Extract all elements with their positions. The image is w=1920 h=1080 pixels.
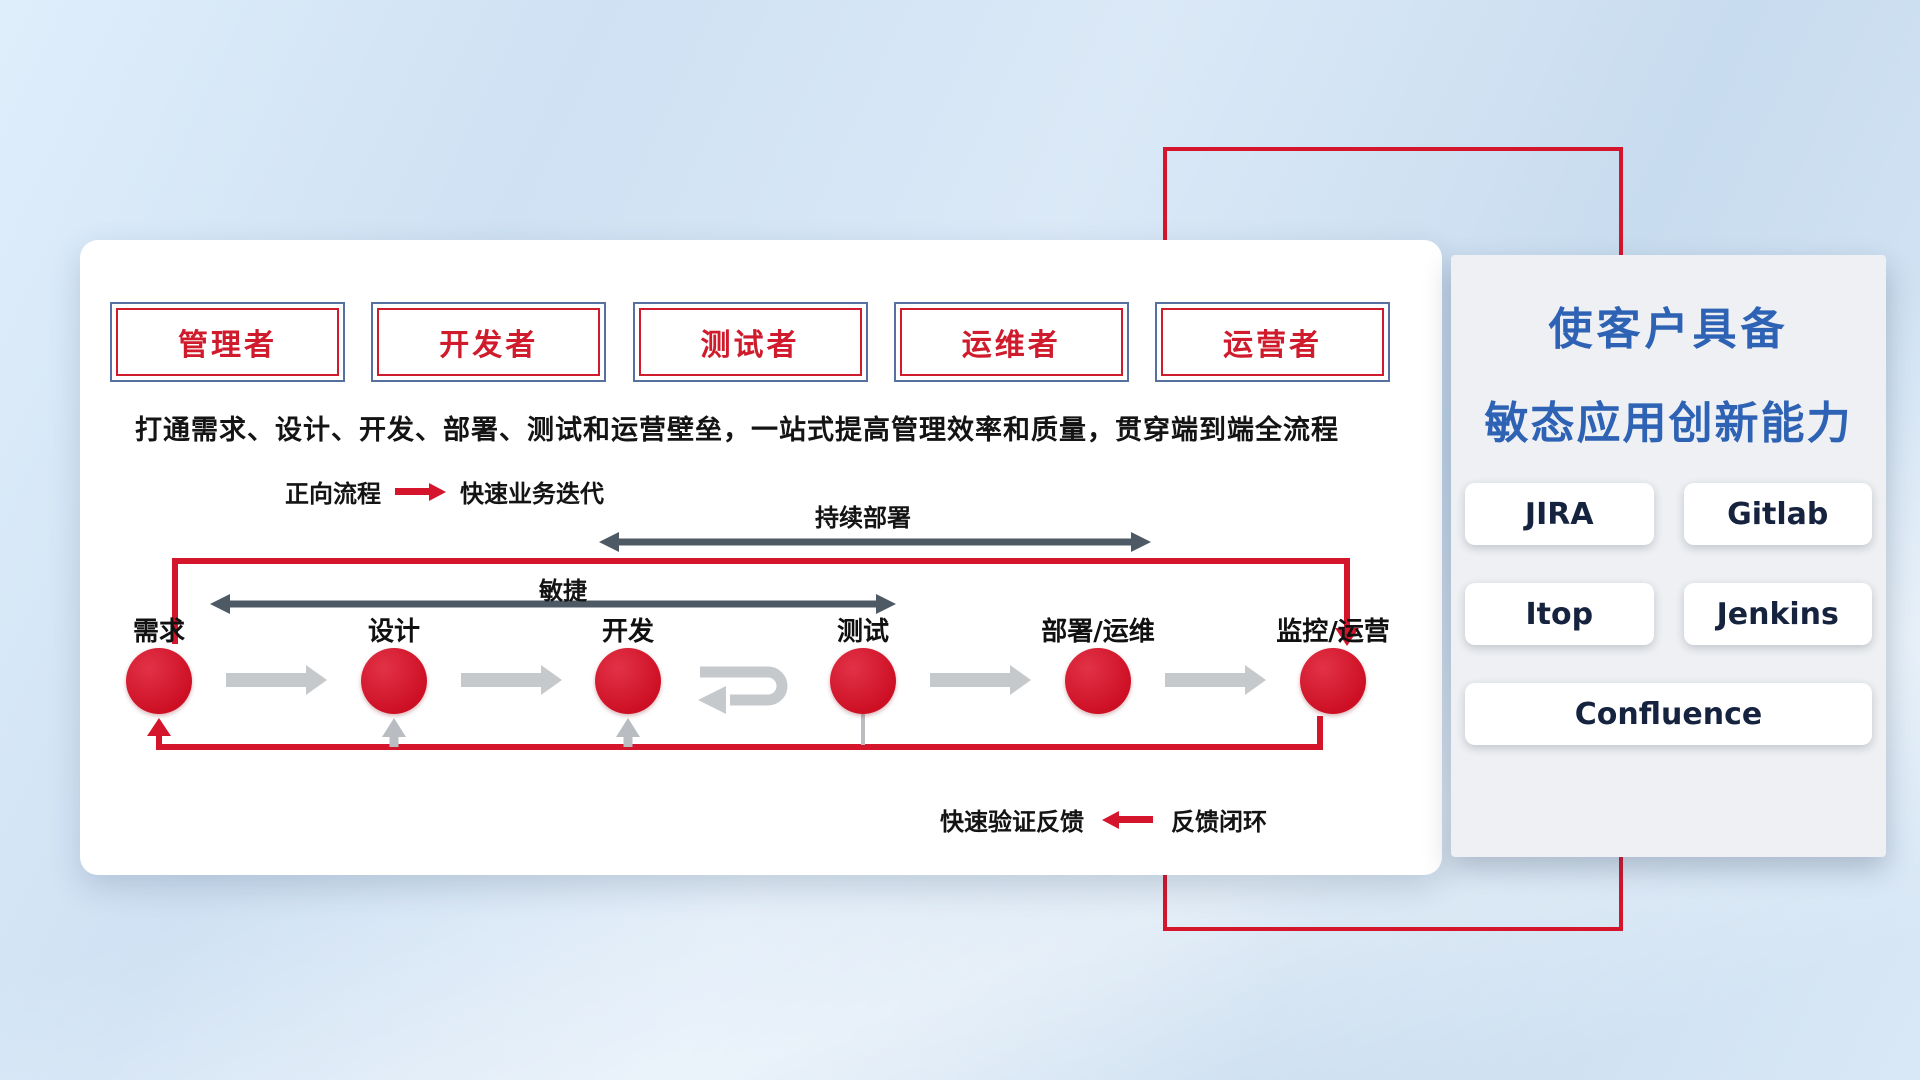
node-circle bbox=[830, 648, 896, 714]
tool-chip-jira: JIRA bbox=[1465, 483, 1654, 545]
node-circle bbox=[1065, 648, 1131, 714]
node-label: 测试 bbox=[836, 617, 889, 647]
panel-title-line2: 敏态应用创新能力 bbox=[1484, 398, 1853, 449]
tool-chip-confluence: Confluence bbox=[1465, 683, 1872, 745]
devops-flow-card: 管理者 开发者 测试者 运维者 运营者 打通需求、设计、开发、部署、测试和运营壁… bbox=[80, 240, 1442, 875]
feedback-loop-line bbox=[147, 716, 1323, 750]
node-label: 监控/运营 bbox=[1276, 617, 1390, 647]
role-label: 开发者 bbox=[377, 308, 601, 376]
tools-grid: JIRA Gitlab Itop Jenkins Confluence bbox=[1465, 483, 1872, 745]
flow-connectors-graphic bbox=[147, 532, 1359, 750]
headline-text: 打通需求、设计、开发、部署、测试和运营壁垒，一站式提高管理效率和质量，贯穿端到端… bbox=[135, 415, 1339, 446]
role-box-business-ops: 运营者 bbox=[1155, 302, 1390, 382]
flow-node-test: 测试 bbox=[778, 618, 948, 714]
role-label: 管理者 bbox=[116, 308, 339, 376]
flow-node-monitor-ops: 监控/运营 bbox=[1248, 618, 1418, 714]
iteration-uturn-icon bbox=[698, 666, 788, 714]
agile-arrow bbox=[210, 594, 896, 614]
forward-arrow-icon bbox=[395, 482, 446, 501]
node-label: 部署/运维 bbox=[1041, 617, 1155, 647]
node-label: 设计 bbox=[367, 617, 420, 647]
step-arrows bbox=[226, 665, 1266, 695]
tool-chip-itop: Itop bbox=[1465, 583, 1654, 645]
flow-node-deploy-ops: 部署/运维 bbox=[1013, 618, 1183, 714]
feedback-branch-arrows bbox=[382, 714, 865, 747]
node-label: 需求 bbox=[132, 617, 185, 647]
continuous-deploy-label: 持续部署 bbox=[815, 504, 911, 532]
forward-loop-line bbox=[172, 558, 1359, 646]
role-label: 运维者 bbox=[899, 308, 1123, 376]
panel-title-line1: 使客户具备 bbox=[1548, 304, 1789, 355]
flow-node-design: 设计 bbox=[309, 618, 479, 714]
flow-node-develop: 开发 bbox=[543, 618, 713, 714]
forward-flow-label: 正向流程 bbox=[285, 480, 381, 508]
panel-title: 使客户具备 敏态应用创新能力 bbox=[1451, 293, 1886, 451]
forward-flow-legend: 正向流程 快速业务迭代 bbox=[285, 474, 604, 509]
flow-node-requirement: 需求 bbox=[74, 618, 244, 714]
feedback-legend: 快速验证反馈 反馈闭环 bbox=[940, 802, 1267, 837]
role-label: 运营者 bbox=[1161, 308, 1384, 376]
role-box-ops: 运维者 bbox=[893, 302, 1129, 382]
role-box-tester: 测试者 bbox=[632, 302, 868, 382]
tool-chip-jenkins: Jenkins bbox=[1683, 583, 1872, 645]
agile-label: 敏捷 bbox=[539, 577, 587, 605]
role-box-developer: 开发者 bbox=[371, 302, 607, 382]
tool-chip-gitlab: Gitlab bbox=[1683, 483, 1872, 545]
node-circle bbox=[1300, 648, 1366, 714]
feedback-label: 反馈闭环 bbox=[1171, 808, 1267, 836]
tools-panel: 使客户具备 敏态应用创新能力 JIRA Gitlab Itop Jenkins … bbox=[1451, 255, 1886, 857]
role-box-manager: 管理者 bbox=[110, 302, 345, 382]
feedback-desc: 快速验证反馈 bbox=[940, 808, 1084, 836]
node-circle bbox=[126, 648, 192, 714]
roles-row: 管理者 开发者 测试者 运维者 运营者 bbox=[110, 302, 1390, 382]
forward-flow-desc: 快速业务迭代 bbox=[460, 480, 604, 508]
continuous-deploy-arrow bbox=[599, 532, 1151, 552]
node-label: 开发 bbox=[601, 617, 654, 647]
node-circle bbox=[595, 648, 661, 714]
node-circle bbox=[361, 648, 427, 714]
feedback-arrow-icon bbox=[1102, 810, 1153, 829]
role-label: 测试者 bbox=[638, 308, 862, 376]
